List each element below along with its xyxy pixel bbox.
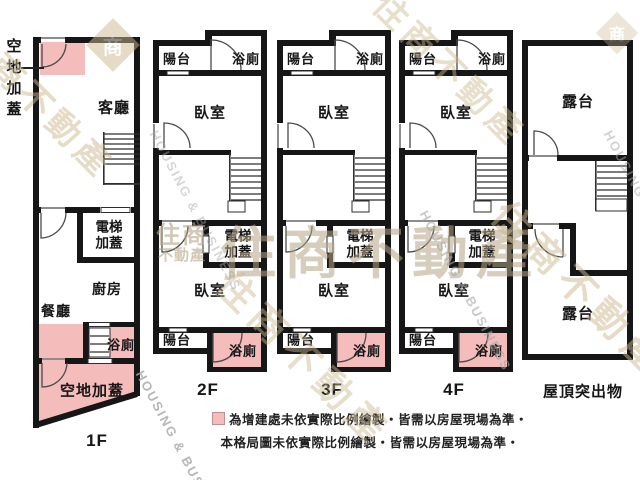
leader-line — [21, 67, 44, 69]
floor-plan-4f — [398, 29, 514, 373]
room-label-elevator-3f: 電梯加蓋 — [346, 228, 374, 260]
room-label-bath-bottom-4f: 浴廁 — [474, 343, 504, 359]
room-label-bed-bottom-4f: 臥室 — [437, 282, 471, 300]
legend: 為增建處未依實際比例繪製‧皆需以房屋現場為準‧ 本格局圖未依實際比例繪製‧皆需以… — [100, 409, 640, 451]
door-mark — [87, 358, 113, 364]
window-mark — [87, 322, 111, 327]
door-swing — [534, 228, 564, 258]
room-label-living-1f: 客廳 — [97, 99, 131, 117]
room-label-balcony-bottom-4f: 陽台 — [408, 332, 438, 348]
room-label-bed-bottom-2f: 臥室 — [193, 282, 227, 300]
floor-plan-2f — [152, 29, 268, 373]
floor-label-3f: 3F — [321, 380, 343, 399]
room-label-terrace-bottom-roof: 露台 — [561, 305, 595, 323]
legend-line-2: 本格局圖未依實際比例繪製‧皆需以房屋現場為準‧ — [220, 436, 520, 450]
elevator-door-mark — [100, 207, 131, 213]
room-label-dining-1f: 餐廳 — [41, 303, 71, 319]
door-swing — [533, 130, 559, 156]
pink-swatch — [211, 412, 225, 425]
room-label-balcony-top-3f: 陽台 — [286, 51, 316, 67]
floor-plan-roof — [522, 40, 633, 360]
room-label-bed-top-3f: 臥室 — [317, 104, 351, 122]
added-structure-area — [40, 42, 85, 75]
floor-label-roof: 屋頂突出物 — [542, 383, 624, 401]
room-label-bath-top-2f: 浴廁 — [231, 51, 261, 67]
legend-swatch-note: 為增建處未依實際比例繪製‧皆需以房屋現場為準‧ — [228, 413, 528, 427]
floor-label-1f: 1F — [86, 431, 108, 450]
outside-area-label-1f: 空地加蓋 — [6, 38, 22, 118]
bath-fixture — [88, 327, 111, 358]
room-label-bath-bottom-3f: 浴廁 — [352, 343, 382, 359]
room-label-bed-top-4f: 臥室 — [439, 104, 473, 122]
room-label-elevator-2f: 電梯加蓋 — [224, 228, 252, 260]
room-label-balcony-bottom-3f: 陽台 — [286, 332, 316, 348]
room-label-terrace-top-roof: 露台 — [561, 93, 595, 111]
room-label-bath-top-4f: 浴廁 — [477, 51, 507, 67]
room-label-elevator-1f: 電梯加蓋 — [95, 219, 123, 251]
room-label-balcony-bottom-2f: 陽台 — [162, 332, 192, 348]
room-label-bath-1f: 浴廁 — [106, 337, 136, 353]
staircase — [595, 161, 628, 212]
room-label-bed-bottom-3f: 臥室 — [317, 282, 351, 300]
floor-label-4f: 4F — [443, 380, 465, 399]
room-label-balcony-top-4f: 陽台 — [408, 51, 438, 67]
room-label-elevator-4f: 電梯加蓋 — [468, 228, 496, 260]
room-label-balcony-top-2f: 陽台 — [162, 51, 192, 67]
floor-plan-3f — [276, 29, 392, 373]
room-label-bed-top-2f: 臥室 — [193, 104, 227, 122]
room-label-bath-top-3f: 浴廁 — [355, 51, 385, 67]
legend-line-1: 為增建處未依實際比例繪製‧皆需以房屋現場為準‧ — [100, 409, 640, 428]
floor-label-2f: 2F — [197, 380, 219, 399]
door-swing — [41, 362, 68, 388]
room-label-kitchen-1f: 廚房 — [92, 281, 122, 297]
staircase — [103, 132, 140, 185]
door-swing — [40, 212, 67, 239]
room-label-yard-1f: 空地加蓋 — [59, 382, 125, 400]
room-label-bath-bottom-2f: 浴廁 — [228, 343, 258, 359]
